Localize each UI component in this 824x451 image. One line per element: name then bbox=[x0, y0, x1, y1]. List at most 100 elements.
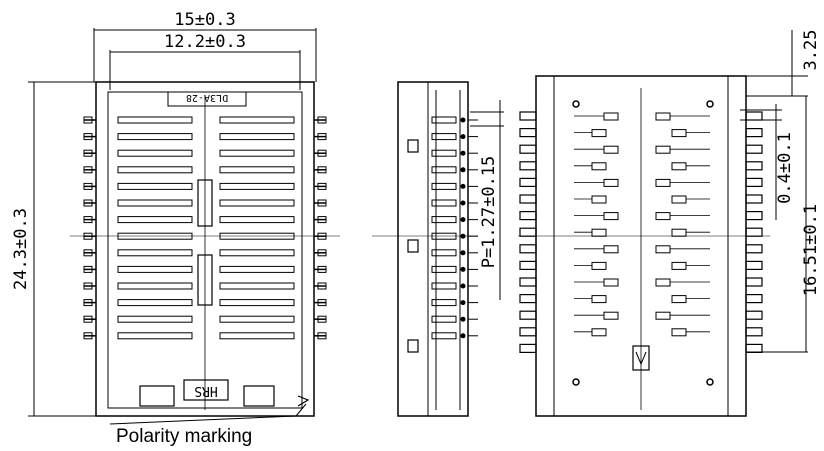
side-latch-1 bbox=[407, 139, 419, 153]
pad-left bbox=[603, 278, 619, 287]
pad-right bbox=[655, 112, 671, 121]
pad-right bbox=[655, 212, 671, 221]
pin-right-tab bbox=[317, 133, 327, 141]
pin-left-tab bbox=[83, 182, 93, 190]
tooth-left bbox=[519, 310, 537, 320]
hole-bottom-right bbox=[706, 378, 714, 386]
tooth-left bbox=[519, 260, 537, 270]
tooth-left bbox=[519, 111, 537, 121]
side-pin-dot bbox=[460, 233, 466, 239]
contact-right bbox=[219, 299, 295, 307]
pitch-label: P=1.27±0.15 bbox=[479, 156, 499, 269]
pin-right-tab bbox=[317, 199, 327, 207]
hole-top-left bbox=[572, 100, 580, 108]
pin-left-tab bbox=[83, 249, 93, 257]
tooth-right bbox=[745, 194, 763, 204]
pad-left bbox=[603, 311, 619, 320]
contact-right bbox=[219, 149, 295, 157]
tooth-left bbox=[519, 227, 537, 237]
rear-contact-pads bbox=[574, 112, 710, 337]
contact-left bbox=[117, 116, 193, 124]
pad-left bbox=[603, 112, 619, 121]
pin-span-label: 16.51±0.1 bbox=[801, 204, 821, 296]
side-pin-dot bbox=[460, 183, 466, 189]
pin-left-tab bbox=[83, 282, 93, 290]
contact-left bbox=[117, 149, 193, 157]
pin-right-tab bbox=[317, 232, 327, 240]
contact-left bbox=[117, 133, 193, 141]
pad-right bbox=[655, 245, 671, 254]
side-latch-2 bbox=[407, 239, 419, 253]
top-offset-label: 3.25 bbox=[801, 30, 821, 71]
pin-right-tab bbox=[317, 182, 327, 190]
side-pin-dot bbox=[460, 300, 466, 306]
pad-right bbox=[671, 228, 687, 237]
side-pin-dot bbox=[460, 333, 466, 339]
pad-left bbox=[591, 162, 607, 171]
front-side-pins bbox=[83, 116, 327, 340]
pin-left-tab bbox=[83, 299, 93, 307]
pad-right bbox=[671, 129, 687, 138]
pin-left-tab bbox=[83, 232, 93, 240]
tooth-left bbox=[519, 244, 537, 254]
pad-right bbox=[671, 328, 687, 337]
pin-left-tab bbox=[83, 216, 93, 224]
side-pin-dot bbox=[460, 266, 466, 272]
contact-right bbox=[219, 166, 295, 174]
side-pin bbox=[431, 332, 457, 340]
pad-left bbox=[591, 195, 607, 204]
side-pin bbox=[431, 166, 457, 174]
pad-right bbox=[655, 278, 671, 287]
tooth-left bbox=[519, 194, 537, 204]
contact-right bbox=[219, 232, 295, 240]
maker-mark: HRS bbox=[194, 383, 217, 398]
side-pin-dot bbox=[460, 117, 466, 123]
contact-right bbox=[219, 315, 295, 323]
pin-width-label: 0.4±0.1 bbox=[775, 132, 795, 204]
tooth-left bbox=[519, 211, 537, 221]
contact-right bbox=[219, 199, 295, 207]
side-pin bbox=[431, 216, 457, 224]
polarity-triangle bbox=[297, 395, 310, 407]
contact-right bbox=[219, 332, 295, 340]
tooth-left bbox=[519, 294, 537, 304]
pad-left bbox=[591, 129, 607, 138]
side-pin bbox=[431, 315, 457, 323]
pad-left bbox=[591, 261, 607, 270]
pin-left-tab bbox=[83, 133, 93, 141]
pad-left bbox=[603, 178, 619, 187]
contact-left bbox=[117, 166, 193, 174]
pin-right-tab bbox=[317, 216, 327, 224]
tooth-right bbox=[745, 128, 763, 138]
pin-right-tab bbox=[317, 166, 327, 174]
tooth-right bbox=[745, 327, 763, 337]
part-marking: DL3A-28 bbox=[186, 92, 228, 103]
contact-right bbox=[219, 133, 295, 141]
side-pin bbox=[431, 116, 457, 124]
hole-top-right bbox=[706, 100, 714, 108]
contact-left bbox=[117, 199, 193, 207]
rear-center-key bbox=[632, 345, 650, 371]
polarity-leader bbox=[109, 403, 307, 425]
tooth-right bbox=[745, 111, 763, 121]
side-pin-dot bbox=[460, 200, 466, 206]
pin-left-tab bbox=[83, 149, 93, 157]
side-pin bbox=[431, 199, 457, 207]
tooth-left bbox=[519, 128, 537, 138]
pin-right-tab bbox=[317, 265, 327, 273]
hole-bottom-left bbox=[572, 378, 580, 386]
contact-right bbox=[219, 249, 295, 257]
side-pin bbox=[431, 282, 457, 290]
side-pin-dot bbox=[460, 167, 466, 173]
pad-right bbox=[655, 145, 671, 154]
pad-right bbox=[655, 178, 671, 187]
contact-left bbox=[117, 282, 193, 290]
rear-center-arrow bbox=[635, 351, 647, 366]
tooth-right bbox=[745, 260, 763, 270]
side-pin-dot bbox=[460, 150, 466, 156]
pin-right-tab bbox=[317, 332, 327, 340]
part-marking-box bbox=[167, 91, 247, 107]
pad-left bbox=[591, 328, 607, 337]
front-body-outline bbox=[95, 81, 315, 417]
front-dimension-lines bbox=[28, 28, 317, 417]
